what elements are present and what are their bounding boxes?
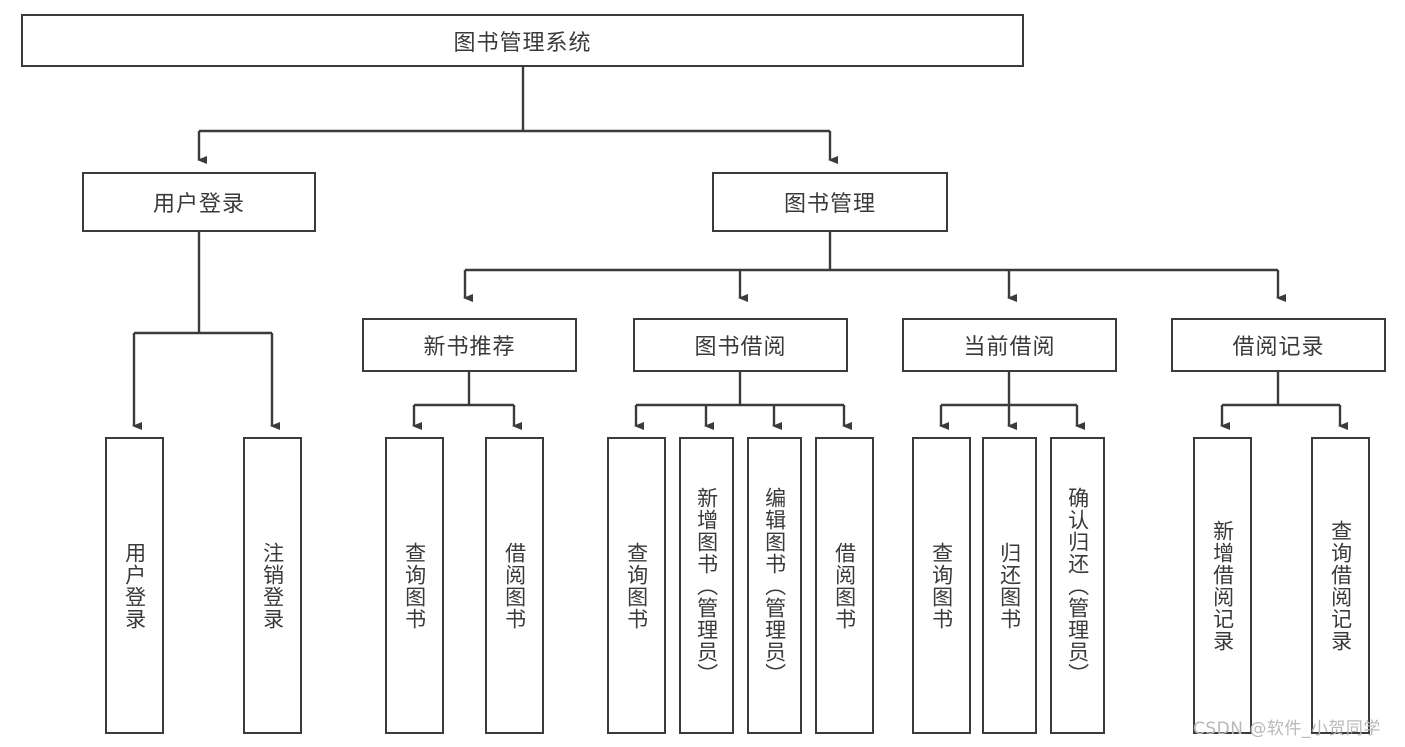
leaf-current-return-book[interactable]: 归还图书 xyxy=(982,437,1037,734)
node-borrow-records[interactable]: 借阅记录 xyxy=(1171,318,1386,372)
leaf-records-add-record[interactable]: 新增借阅记录 xyxy=(1193,437,1252,734)
node-root-system[interactable]: 图书管理系统 xyxy=(21,14,1024,67)
node-label: 新书推荐 xyxy=(423,335,516,360)
node-label: 用户登录 xyxy=(122,541,147,630)
node-label: 图书管理系统 xyxy=(453,30,592,56)
node-label: 编辑图书（管理员） xyxy=(762,486,787,685)
node-label: 归还图书 xyxy=(997,541,1022,630)
node-label: 借阅图书 xyxy=(832,541,857,630)
leaf-current-confirm-return-admin[interactable]: 确认归还（管理员） xyxy=(1050,437,1105,734)
node-label: 注销登录 xyxy=(260,541,285,630)
leaf-records-query-record[interactable]: 查询借阅记录 xyxy=(1311,437,1370,734)
csdn-watermark: CSDN @软件_小贺同学 xyxy=(1193,719,1381,739)
node-label: 确认归还（管理员） xyxy=(1065,486,1090,685)
leaf-current-query-book[interactable]: 查询图书 xyxy=(912,437,971,734)
node-label: 当前借阅 xyxy=(963,335,1056,360)
leaf-borrow-borrow-book[interactable]: 借阅图书 xyxy=(815,437,874,734)
node-current-borrow[interactable]: 当前借阅 xyxy=(902,318,1117,372)
node-label: 图书管理 xyxy=(783,192,876,217)
node-label: 查询图书 xyxy=(929,541,954,630)
leaf-user-login-signout[interactable]: 注销登录 xyxy=(243,437,302,734)
node-label: 查询图书 xyxy=(624,541,649,630)
leaf-recommend-query-book[interactable]: 查询图书 xyxy=(385,437,444,734)
leaf-recommend-borrow-book[interactable]: 借阅图书 xyxy=(485,437,544,734)
node-label: 新增借阅记录 xyxy=(1210,519,1235,652)
node-label: 图书借阅 xyxy=(694,335,787,360)
node-book-borrow[interactable]: 图书借阅 xyxy=(633,318,848,372)
node-label: 借阅图书 xyxy=(502,541,527,630)
node-label: 查询图书 xyxy=(402,541,427,630)
node-label: 查询借阅记录 xyxy=(1328,519,1353,652)
leaf-borrow-query-book[interactable]: 查询图书 xyxy=(607,437,666,734)
leaf-borrow-edit-book-admin[interactable]: 编辑图书（管理员） xyxy=(747,437,802,734)
node-label: 用户登录 xyxy=(152,192,245,217)
node-book-management[interactable]: 图书管理 xyxy=(712,172,948,232)
node-label: 新增图书（管理员） xyxy=(694,486,719,685)
leaf-borrow-add-book-admin[interactable]: 新增图书（管理员） xyxy=(679,437,734,734)
node-label: 借阅记录 xyxy=(1232,335,1325,360)
node-user-login[interactable]: 用户登录 xyxy=(82,172,316,232)
leaf-user-login-signin[interactable]: 用户登录 xyxy=(105,437,164,734)
node-new-book-recommend[interactable]: 新书推荐 xyxy=(362,318,577,372)
